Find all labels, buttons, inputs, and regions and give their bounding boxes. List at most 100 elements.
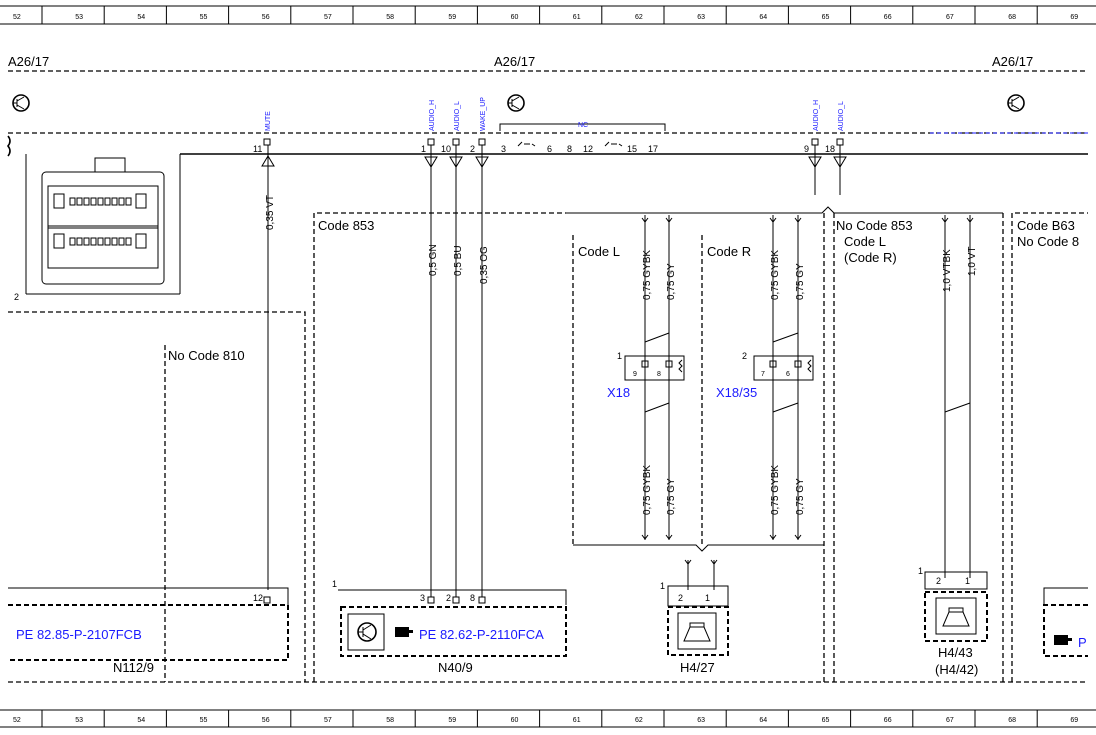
signal-wake-up: WAKE_UP [480, 97, 487, 131]
x1835-pin-7: 7 [761, 371, 765, 378]
transistor-icon [12, 94, 30, 112]
grid-column-label: 68 [1008, 717, 1016, 724]
svg-text:6: 6 [547, 144, 552, 154]
n40-pin-number: 1 [332, 579, 337, 589]
grid-column-label: 52 [13, 717, 21, 724]
book-pointer-icon [1054, 635, 1072, 645]
h443-connector [924, 571, 988, 590]
grid-column-label: 64 [759, 14, 767, 21]
module-slot [97, 197, 104, 206]
grid-column-label: 57 [324, 14, 332, 21]
n40-reference-link[interactable]: PE 82.62-P-2110FCA [419, 627, 544, 642]
code-853-frame [313, 212, 566, 682]
n40-pin-2: 2 [446, 593, 451, 603]
module-latch [135, 233, 147, 249]
module-slot [83, 197, 90, 206]
bottom-brace [573, 544, 824, 552]
connector-arrow-up [261, 155, 275, 167]
svg-text:2: 2 [470, 144, 475, 154]
no-code-8-label: No Code 8 [1017, 234, 1079, 249]
grid-column-label: 55 [200, 14, 208, 21]
module-slot [118, 197, 125, 206]
grid-column-label: 62 [635, 14, 643, 21]
h443-pin-2: 2 [936, 576, 941, 586]
no-code-810-label: No Code 810 [168, 348, 245, 363]
svg-text:18: 18 [825, 144, 835, 154]
grid-column-label: 60 [511, 717, 519, 724]
grid-column-label: 66 [884, 717, 892, 724]
a26-right-label[interactable]: A26/17 [992, 54, 1033, 69]
wire-label-og: 0,35 OG [479, 246, 490, 284]
module-slot [104, 197, 111, 206]
wire-label-r-gy-bot: 0,75 GY [795, 478, 806, 515]
wire-label-r-gy-top: 0,75 GY [795, 263, 806, 300]
wire-label-r-gybk-top: 0,75 GYBK [770, 250, 781, 300]
h427-connector [667, 585, 729, 607]
nc-switch-symbols [517, 141, 623, 147]
svg-text:11: 11 [253, 144, 262, 154]
x18-pin-8: 8 [657, 371, 661, 378]
signal-audio-h: AUDIO_H [429, 100, 436, 131]
right-reference-link[interactable]: P [1078, 635, 1087, 650]
n112-label[interactable]: N112/9 [113, 660, 154, 675]
a26-left-label[interactable]: A26/17 [8, 54, 49, 69]
grid-column-label: 59 [448, 717, 456, 724]
x18-pin-9: 9 [633, 371, 637, 378]
n40-pin-3: 3 [420, 593, 425, 603]
module-latch [53, 193, 65, 209]
a26-pin-row: 11 1 10 2 3 6 8 12 15 17 9 18 [253, 144, 835, 154]
module-slot [76, 237, 83, 246]
module-latch [135, 193, 147, 209]
module-slot [90, 197, 97, 206]
grid-column-label: 59 [448, 14, 456, 21]
grid-column-label: 60 [511, 14, 519, 21]
connector-icon [624, 355, 685, 381]
code-l-label: Code L [578, 244, 620, 259]
wire-label-r-gybk-bot: 0,75 GYBK [770, 465, 781, 515]
a26-center-label[interactable]: A26/17 [494, 54, 535, 69]
grid-column-label: 63 [697, 14, 705, 21]
code-b63-frame [1011, 212, 1088, 682]
grid-column-label: 64 [759, 717, 767, 724]
h442-label[interactable]: (H4/42) [935, 662, 978, 677]
wire-label-vtbk: 1,0 VTBK [942, 249, 953, 292]
x18-label[interactable]: X18 [607, 385, 630, 400]
x1835-label[interactable]: X18/35 [716, 385, 757, 400]
svg-text:10: 10 [441, 144, 451, 154]
transistor-icon [357, 622, 377, 642]
n40-wires [430, 145, 841, 597]
transistor-icon [507, 94, 525, 112]
module-slot [104, 237, 111, 246]
no-code-853-code-l: Code L [844, 234, 886, 249]
svg-text:15: 15 [627, 144, 637, 154]
wire-label-gn: 0,5 GN [428, 244, 439, 276]
svg-text:1: 1 [421, 144, 426, 154]
module-slot [125, 197, 132, 206]
module-latch [53, 233, 65, 249]
n40-label[interactable]: N40/9 [438, 660, 473, 675]
grid-column-label: 65 [822, 14, 830, 21]
grid-column-label: 55 [200, 717, 208, 724]
h443-label[interactable]: H4/43 [938, 645, 973, 660]
nc-bracket [499, 123, 666, 131]
n112-reference-link[interactable]: PE 82.85-P-2107FCB [16, 627, 142, 642]
grid-column-label: 56 [262, 14, 270, 21]
a26-module-picture [6, 135, 1088, 295]
wire-label-l-gybk-bot: 0,75 GYBK [642, 465, 653, 515]
h427-pin-2: 2 [678, 593, 683, 603]
grid-column-label: 58 [386, 14, 394, 21]
grid-column-label: 57 [324, 717, 332, 724]
right-connector [1043, 587, 1088, 605]
h427-label[interactable]: H4/27 [680, 660, 715, 675]
h427-pin-number: 1 [660, 581, 665, 591]
n40-pin-boxes [427, 596, 486, 604]
wire-label-mute: 0,35 VT [265, 195, 276, 230]
n40-pin-8: 8 [470, 593, 475, 603]
signal-audio-l-2: AUDIO_L [838, 101, 845, 131]
n112-outer-frame [8, 311, 306, 682]
book-pointer-icon [395, 627, 413, 637]
module-slot [90, 237, 97, 246]
wire-label-vt: 1,0 VT [967, 247, 978, 276]
right-box [1043, 604, 1088, 657]
grid-column-label: 67 [946, 14, 954, 21]
